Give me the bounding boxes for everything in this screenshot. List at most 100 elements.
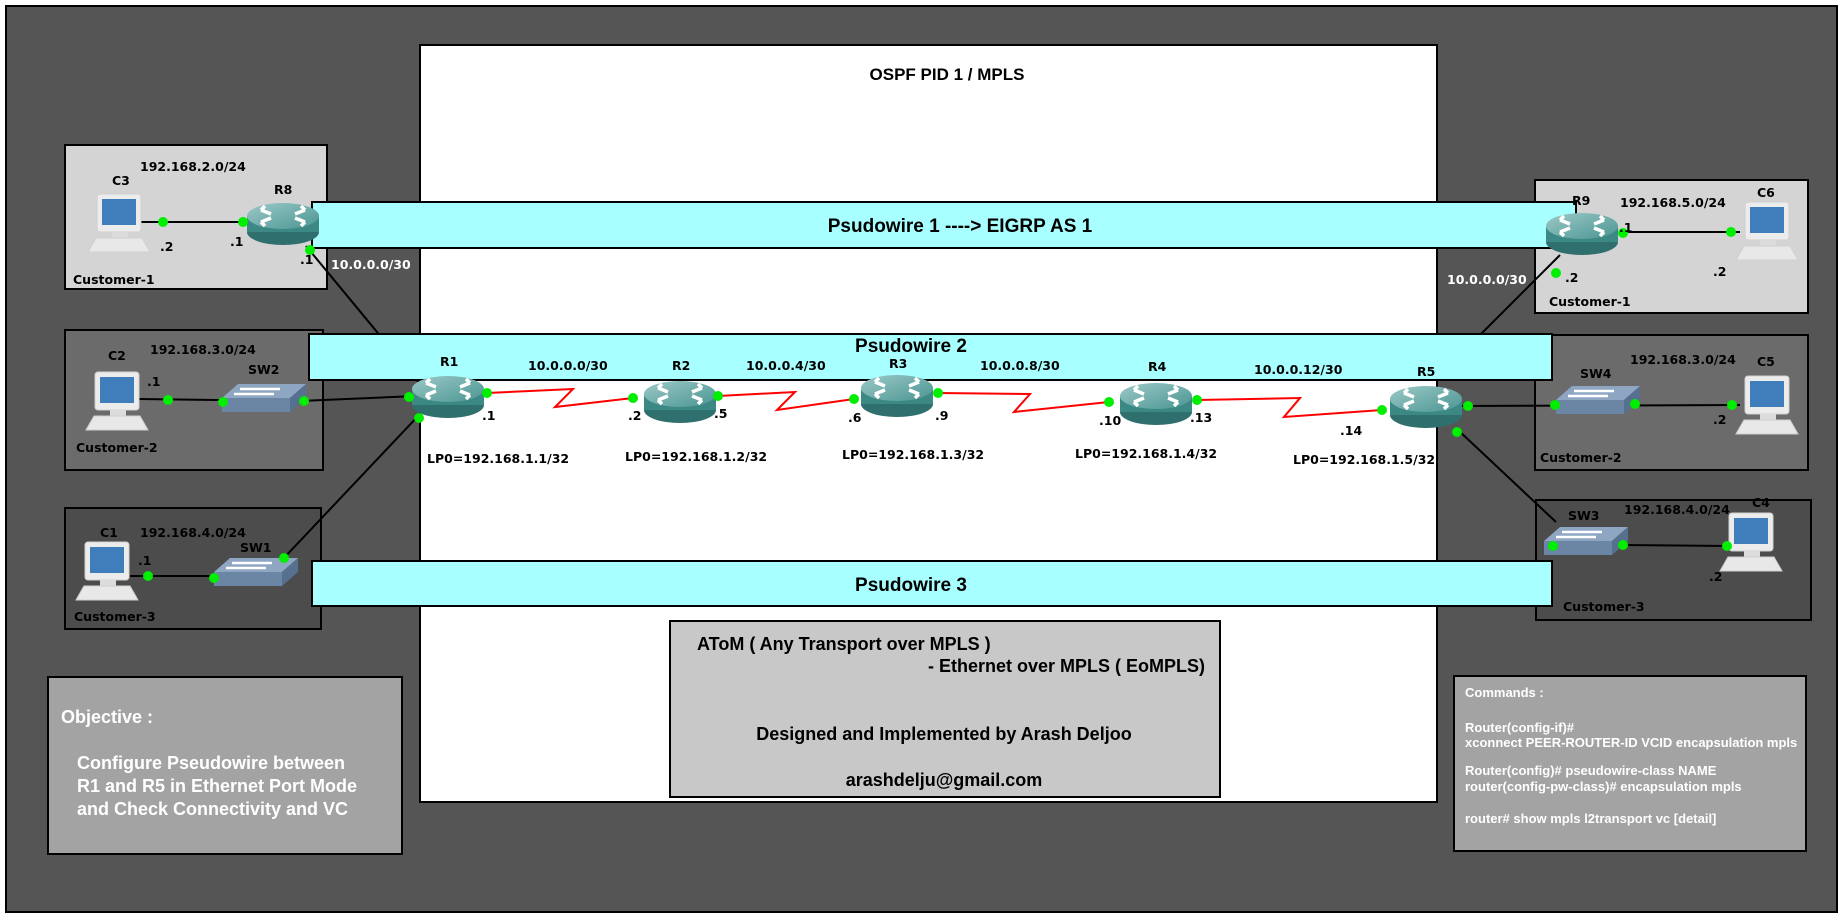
router-r8-wan-ip: .1 [300,252,313,267]
router-r1-icon[interactable] [410,374,486,420]
commands-heading: Commands : [1465,685,1544,700]
switch-sw3-icon[interactable] [1542,525,1630,557]
router-r8-icon[interactable] [245,201,321,247]
atom-credit: Designed and Implemented by Arash Deljoo [756,724,1131,744]
link-r5-sw3 [1457,429,1557,523]
pseudowire-2-label: Psudowire 2 [855,336,967,357]
pc-c6-label: C6 [1757,185,1775,200]
left-site-3-subnet: 192.168.4.0/24 [140,525,246,540]
objective-heading: Objective : [61,707,153,727]
link-subnet-r2-r3: 10.0.0.4/30 [746,358,826,373]
router-r9-icon[interactable] [1544,211,1620,257]
link-sw2-r1 [299,395,417,402]
command-line-5: router# show mpls l2transport vc [detail… [1465,811,1716,826]
right-site-2-customer: Customer-2 [1540,450,1622,465]
router-r4-label: R4 [1148,359,1167,374]
right-site-1-customer: Customer-1 [1549,294,1631,309]
r4-ip-right: .13 [1190,410,1212,425]
pc-c4-ip: .2 [1709,569,1722,584]
r4-loopback: LP0=192.168.1.4/32 [1075,446,1217,461]
objective-line-2: R1 and R5 in Ethernet Port Mode [77,776,357,796]
pc-c5-icon[interactable] [1735,375,1799,435]
r2-ip-right: .5 [714,406,727,421]
left-site-2-customer: Customer-2 [76,440,158,455]
objective-box: Objective : Configure Pseudowire between… [47,676,403,855]
pc-c1-icon[interactable] [75,541,139,601]
pc-c4-label: C4 [1752,495,1770,510]
atom-info-box: AToM ( Any Transport over MPLS ) - Ether… [669,620,1221,798]
pc-c2-ip: .1 [147,374,160,389]
left-site-1-customer: Customer-1 [73,272,155,287]
pc-c5-label: C5 [1757,354,1775,369]
pc-c5-ip: .2 [1713,412,1726,427]
serial-link-r1-r2 [486,387,634,409]
right-site-2-subnet: 192.168.3.0/24 [1630,352,1736,367]
link-subnet-r1-r2: 10.0.0.0/30 [528,358,608,373]
link-r9-r5 [1469,254,1561,346]
r3-loopback: LP0=192.168.1.3/32 [842,447,984,462]
pc-c2-icon[interactable] [85,371,149,431]
atom-line-1: AToM ( Any Transport over MPLS ) [697,634,991,654]
right-site-1-subnet: 192.168.5.0/24 [1620,195,1726,210]
command-line-3: Router(config)# pseudowire-class NAME [1465,763,1717,778]
pc-c1-label: C1 [100,525,118,540]
router-r2-label: R2 [672,358,690,373]
switch-sw2-label: SW2 [248,362,280,377]
objective-line-3: and Check Connectivity and VC [77,799,348,819]
pseudowire-2[interactable]: Psudowire 2 [308,333,1553,381]
command-line-1: Router(config-if)# [1465,720,1575,735]
router-r1-label: R1 [440,354,458,369]
r3-ip-left: .6 [848,410,862,425]
pc-c3-icon[interactable] [87,193,151,253]
link-sw1-r1 [281,413,421,561]
pseudowire-1-label: Psudowire 1 ----> EIGRP AS 1 [828,216,1093,237]
left-site-3-customer: Customer-3 [74,609,156,624]
pseudowire-1[interactable]: Psudowire 1 ----> EIGRP AS 1 [311,201,1577,249]
switch-sw3-label: SW3 [1568,508,1600,523]
router-r8-label: R8 [274,182,292,197]
router-r2-icon[interactable] [642,379,718,425]
r3-ip-right: .9 [935,408,948,423]
right-site-3-subnet: 192.168.4.0/24 [1624,502,1730,517]
router-r8-lan-ip: .1 [230,234,243,249]
serial-link-r3-r4 [937,392,1110,414]
command-line-2: xconnect PEER-ROUTER-ID VCID encapsulati… [1465,735,1797,750]
r1-loopback: LP0=192.168.1.1/32 [427,451,569,466]
pc-c3-ip: .2 [160,239,173,254]
link-subnet-r3-r4: 10.0.0.8/30 [980,358,1060,373]
router-r4-icon[interactable] [1118,381,1194,427]
switch-sw4-icon[interactable] [1554,384,1642,416]
right-site-3-customer: Customer-3 [1563,599,1645,614]
router-r3-label: R3 [889,356,907,371]
left-site-2-subnet: 192.168.3.0/24 [150,342,256,357]
pc-c3-label: C3 [112,173,130,188]
pseudowire-3[interactable]: Psudowire 3 [311,560,1553,607]
router-r9-lan-ip: .1 [1619,220,1632,235]
left-site-1-subnet: 192.168.2.0/24 [140,159,246,174]
link-sw3-c4 [1619,544,1729,547]
router-r3-icon[interactable] [859,373,935,419]
serial-link-r4-r5 [1196,396,1383,419]
atom-email: arashdelju@gmail.com [846,770,1043,790]
serial-links [486,387,1383,419]
switch-sw1-label: SW1 [240,540,272,555]
router-r9-label: R9 [1572,193,1590,208]
atom-line-2: - Ethernet over MPLS ( EoMPLS) [928,656,1205,676]
pc-c2-label: C2 [108,348,126,363]
pseudowire-3-label: Psudowire 3 [855,575,967,596]
router-r9-wan-ip: .2 [1565,270,1578,285]
link-subnet-r4-r5: 10.0.0.12/30 [1254,362,1343,377]
right-wan-subnet: 10.0.0.0/30 [1447,272,1527,287]
r5-loopback: LP0=192.168.1.5/32 [1293,452,1435,467]
switch-sw2-icon[interactable] [220,382,308,414]
router-r5-icon[interactable] [1388,384,1464,430]
r1-ip: .1 [482,408,495,423]
pc-c6-icon[interactable] [1735,201,1799,261]
r2-loopback: LP0=192.168.1.2/32 [625,449,767,464]
command-line-4: router(config-pw-class)# encapsulation m… [1465,779,1742,794]
commands-box: Commands : Router(config-if)# xconnect P… [1453,675,1807,852]
router-r5-label: R5 [1417,364,1435,379]
r4-ip-left: .10 [1099,413,1121,428]
port-dots [143,217,1737,583]
